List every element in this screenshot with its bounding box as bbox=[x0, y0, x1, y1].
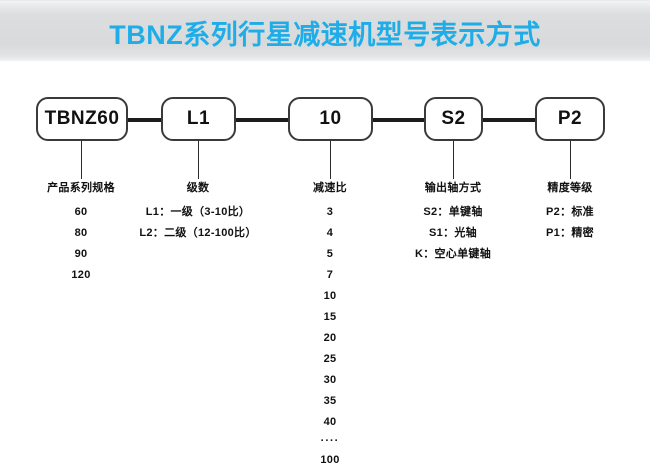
node-box-stage[interactable]: L1 bbox=[161, 97, 236, 141]
column-item: 40 bbox=[323, 416, 337, 428]
column-item: P2：标准 bbox=[546, 206, 594, 218]
column-item: 80 bbox=[74, 227, 88, 239]
column-heading-stage: 级数 bbox=[186, 182, 210, 194]
column-precision: 精度等级 P2：标准 P1：精密 bbox=[515, 179, 625, 244]
column-item: 120 bbox=[71, 269, 91, 281]
drop-line-precision bbox=[570, 141, 571, 179]
column-item: 35 bbox=[323, 395, 337, 407]
column-item: 4 bbox=[326, 227, 334, 239]
connector-line-2 bbox=[236, 118, 288, 122]
column-item: 20 bbox=[323, 332, 337, 344]
column-item: 30 bbox=[323, 374, 337, 386]
connector-line-4 bbox=[483, 118, 535, 122]
drop-line-stage bbox=[198, 141, 199, 179]
column-item: 25 bbox=[323, 353, 337, 365]
drop-line-ratio bbox=[330, 141, 331, 179]
column-item: 60 bbox=[74, 206, 88, 218]
column-series: 产品系列规格 60 80 90 120 bbox=[21, 179, 141, 286]
column-shaft: 输出轴方式 S2：单键轴 S1：光轴 K：空心单键轴 bbox=[393, 179, 513, 265]
node-box-ratio[interactable]: 10 bbox=[288, 97, 373, 141]
column-item: K：空心单键轴 bbox=[414, 248, 492, 260]
column-item-ellipsis: ···· bbox=[320, 435, 340, 447]
column-heading-series: 产品系列规格 bbox=[47, 182, 115, 194]
node-box-precision[interactable]: P2 bbox=[535, 97, 605, 141]
connector-line-3 bbox=[373, 118, 425, 122]
column-heading-shaft: 输出轴方式 bbox=[424, 182, 482, 194]
connector-line-1 bbox=[128, 118, 162, 122]
node-label-series: TBNZ60 bbox=[44, 108, 120, 129]
column-item: 3 bbox=[326, 206, 334, 218]
column-heading-ratio: 减速比 bbox=[313, 182, 347, 194]
page-title: TBNZ系列行星减速机型号表示方式 bbox=[109, 20, 541, 50]
column-heading-precision: 精度等级 bbox=[547, 182, 593, 194]
model-code-diagram: TBNZ60 L1 10 S2 P2 产品系列规格 60 80 90 120 级… bbox=[0, 62, 650, 470]
column-stage: 级数 L1：一级（3-10比） L2：二级（12-100比） bbox=[123, 179, 273, 244]
column-item: L1：一级（3-10比） bbox=[145, 206, 251, 218]
column-item: L2：二级（12-100比） bbox=[139, 227, 257, 239]
column-ratio: 减速比 3 4 5 7 10 15 20 25 30 35 40 ···· 10… bbox=[280, 179, 380, 471]
column-item: 15 bbox=[323, 311, 337, 323]
column-item: 5 bbox=[326, 248, 334, 260]
column-item: S1：光轴 bbox=[429, 227, 477, 239]
drop-line-shaft bbox=[453, 141, 454, 179]
node-label-precision: P2 bbox=[557, 108, 583, 129]
column-item: 90 bbox=[74, 248, 88, 260]
node-label-stage: L1 bbox=[186, 108, 211, 129]
column-item: 7 bbox=[326, 269, 334, 281]
node-box-series[interactable]: TBNZ60 bbox=[36, 97, 128, 141]
column-item: 10 bbox=[323, 290, 337, 302]
column-item: 100 bbox=[320, 454, 340, 466]
column-item: S2：单键轴 bbox=[423, 206, 483, 218]
node-label-shaft: S2 bbox=[441, 108, 466, 129]
drop-line-series bbox=[81, 141, 82, 179]
node-label-ratio: 10 bbox=[319, 108, 342, 129]
node-box-shaft[interactable]: S2 bbox=[424, 97, 483, 141]
column-item: P1：精密 bbox=[546, 227, 594, 239]
header-band: TBNZ系列行星减速机型号表示方式 bbox=[0, 0, 650, 62]
